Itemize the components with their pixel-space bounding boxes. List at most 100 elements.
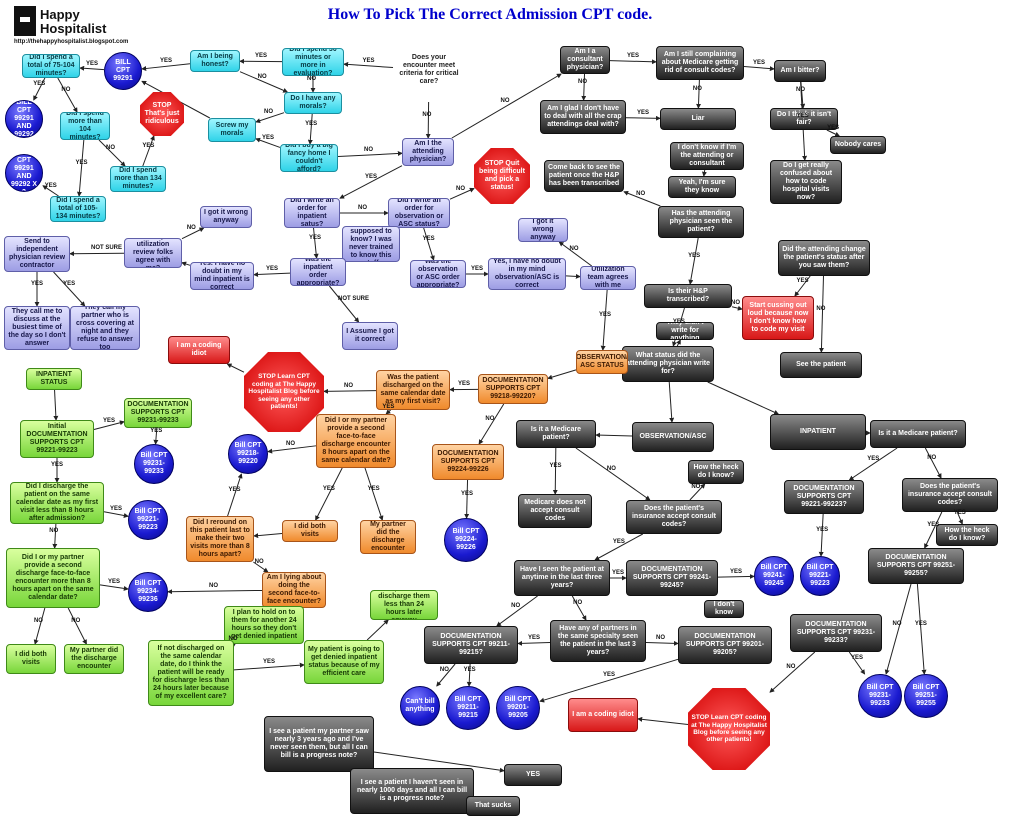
connector-n75-n84 (818, 513, 824, 557)
edge-label-n78-n90: NO (71, 618, 81, 624)
edge-label-n3-n8: NO (257, 73, 267, 80)
connector-n78-n90 (67, 607, 87, 645)
connector-n2-n1 (79, 65, 105, 71)
edge-label-n4-n3: YES (255, 53, 268, 60)
node-n22: How am I supposed to know? I was never t… (342, 226, 400, 262)
node-n94: Have any of partners in the same special… (550, 620, 646, 662)
edge-label-n60-n70: YES (322, 486, 335, 492)
edge-label-n69-n80: NO (254, 559, 264, 565)
connector-n101-n100 (637, 716, 689, 725)
connector-n7-n15 (76, 139, 85, 197)
connector-n15-n13 (42, 185, 59, 197)
connector-n91-n92 (233, 662, 305, 671)
edge-label-n45-n49: YES (672, 319, 685, 325)
connector-n28-n23 (558, 241, 593, 267)
node-n11: Did I buy a big fancy home I couldn't af… (280, 144, 338, 172)
node-n100: I am a coding idiot (568, 698, 638, 732)
node-n93: DOCUMENTATION SUPPORTS CPT 99211-99215? (424, 626, 518, 664)
connector-n67-n68 (103, 511, 129, 518)
edge-label-n80-n79: NO (209, 583, 218, 590)
node-n5: Does your encounter meet criteria for cr… (393, 38, 465, 102)
node-n44: Did the attending change the patient's s… (778, 240, 870, 276)
connector-n43-n40 (623, 190, 661, 207)
node-n4: Did I spend 30 minutes or more in evalua… (282, 48, 344, 76)
edge-label-n20-n29: YES (31, 281, 44, 287)
node-n34: Am I bitter? (774, 60, 826, 82)
edge-label-n26-n27: YES (471, 266, 484, 272)
node-n91: If not discharged on the same calendar d… (148, 640, 234, 706)
edge-label-n94-n93: YES (528, 635, 541, 642)
node-n47: They didn't write for anything (656, 322, 714, 340)
edge-label-n8-n11: YES (305, 121, 318, 127)
node-n1: Did I spend a total of 75-104 minutes? (22, 54, 80, 78)
node-n82: DOCUMENTATION SUPPORTS CPT 99241-99245? (626, 560, 718, 596)
node-n71: My partner did the discharge encounter (360, 520, 416, 554)
edge-label-n15-n13: YES (44, 182, 57, 189)
connector-n53-n52 (323, 388, 377, 394)
node-n101: STOP Learn CPT coding at The Happy Hospi… (688, 688, 770, 770)
edge-label-n25-n24: YES (266, 265, 279, 272)
edge-label-n21-n20: NOT SURE (91, 245, 123, 252)
edge-label-n53-n60: YES (382, 404, 395, 410)
edge-label-n18-n19: NO (358, 205, 367, 211)
edge-label-n67-n78: NO (49, 528, 59, 534)
edge-label-n11-n12: NO (364, 146, 373, 153)
node-n20: Send to independent physician review con… (4, 236, 70, 272)
connector-n81-n93 (496, 595, 538, 627)
edge-label-n91-n92: YES (263, 659, 276, 666)
connector-n18-n25 (313, 227, 319, 259)
connector-n1-n6 (33, 77, 46, 101)
connector-n3-n8 (239, 71, 289, 93)
node-n85: DOCUMENTATION SUPPORTS CPT 99251-99255? (868, 548, 964, 584)
node-n64: INPATIENT (770, 414, 866, 450)
edge-label-n57-n67: YES (51, 462, 64, 468)
node-n86: I plan to discharge them less than 24 ho… (370, 590, 438, 620)
node-n55: INPATIENT STATUS (26, 368, 82, 390)
connector-n69-n80 (253, 561, 269, 573)
logo-line2: Hospitalist (40, 21, 107, 36)
edge-label-n1-n7: NO (61, 87, 71, 93)
node-n13: BILL CPT 99291 AND 99292 X 2 (5, 154, 43, 192)
edge-label-n56-n58: YES (150, 428, 163, 434)
node-n90: My partner did the discharge encounter (64, 644, 124, 674)
node-n27: Yes, I have no doubt in my mind observat… (488, 258, 566, 290)
edge-label-n21-n17: NO (186, 225, 196, 232)
connector-n33-n34 (743, 66, 775, 72)
connector-n91-n88 (230, 643, 236, 649)
edge-label-n3-n2: YES (160, 58, 173, 65)
logo-line1: Happy (40, 7, 80, 22)
connector-n50-n54 (547, 369, 577, 380)
node-n76: Does the patient's insurance accept cons… (902, 478, 998, 512)
connector-n54-n61 (478, 403, 505, 445)
node-n5-text: Does your encounter meet criteria for cr… (399, 53, 459, 86)
node-n23: I got it wrong anyway (518, 218, 568, 242)
node-n38: Nobody cares (830, 136, 886, 154)
edge-label-n60-n59: NO (286, 440, 295, 447)
node-n62: Is it a Medicare patient? (516, 420, 596, 448)
node-n46: Start cussing out loud because now I don… (742, 296, 814, 340)
edge-label-n94-n95: NO (656, 635, 665, 642)
edge-label-n12-n32: NO (500, 98, 510, 104)
node-n103: Bill CPT 99251-99255 (904, 674, 948, 718)
connector-n35-n36 (625, 115, 661, 121)
node-n89: I did both visits (6, 644, 56, 674)
connector-n93-n97 (436, 663, 456, 687)
connector-n95-n99 (539, 658, 679, 703)
connector-n24-n21 (181, 261, 191, 267)
node-n24: Yes. I have no doubt in my mind inpatien… (190, 262, 254, 290)
connector-n33-n36 (696, 79, 702, 109)
node-n30: They call my partner who is cross coveri… (70, 306, 140, 350)
connector-n65-n75 (848, 447, 898, 481)
edge-label-n1-n6: YES (33, 81, 46, 87)
connector-n57-n56 (93, 420, 125, 430)
edge-label-n74-n66: NO (691, 484, 701, 490)
edge-label-n91-n88: NO (228, 636, 238, 643)
node-n12: Am I the attending physician? (402, 138, 454, 166)
edge-label-n5-n4: YES (362, 57, 375, 64)
connector-n94-n93 (517, 640, 551, 646)
edge-label-n62-n74: NO (606, 466, 616, 472)
connector-n62-n74 (575, 447, 651, 501)
node-n96: DOCUMENTATION SUPPORTS CPT 99231-99233? (790, 614, 882, 652)
connector-n19-n16 (449, 187, 475, 200)
connector-n85-n102 (884, 583, 912, 675)
